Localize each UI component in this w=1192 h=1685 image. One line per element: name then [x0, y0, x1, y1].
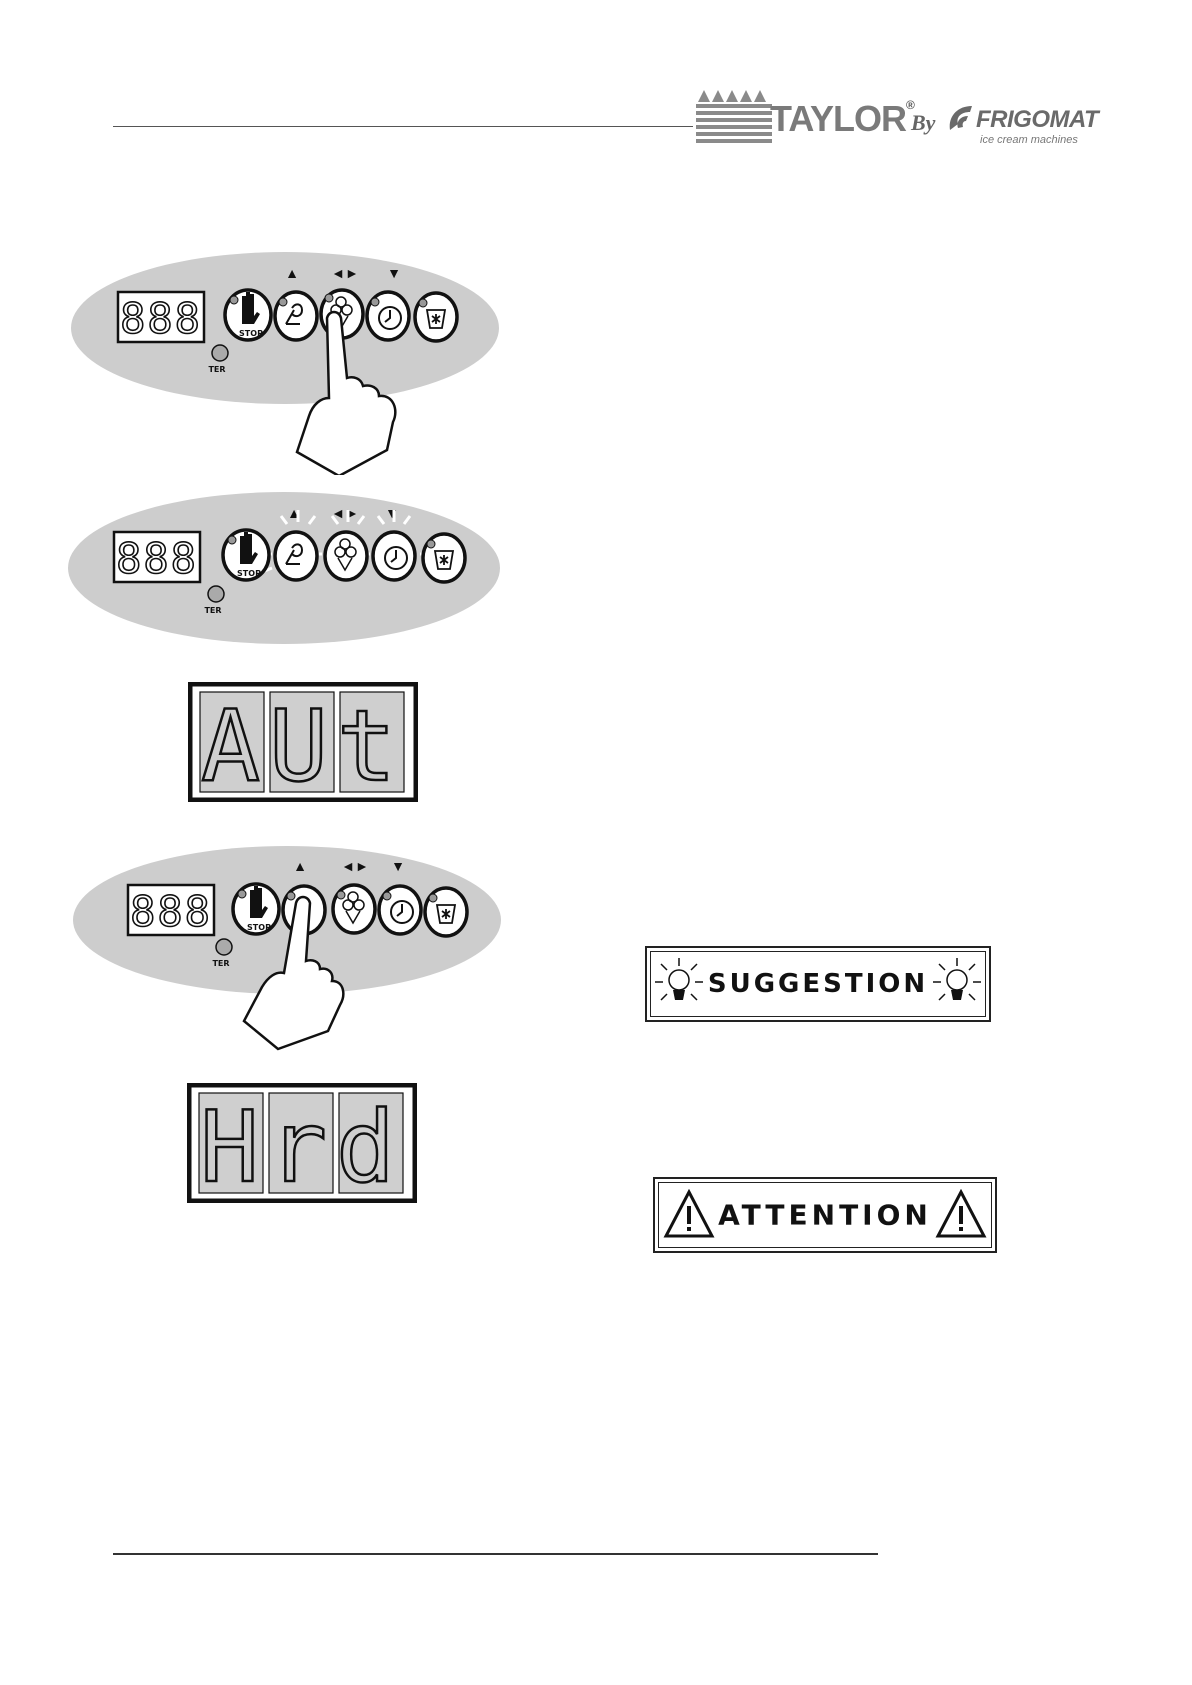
soft-cream-button[interactable] [325, 532, 367, 580]
freeze-button[interactable] [425, 888, 467, 936]
partner-tagline: ice cream machines [980, 134, 1078, 146]
stop-label: STOP [247, 923, 271, 932]
ter-led-icon [208, 586, 224, 602]
display-aut: AUt [188, 682, 418, 807]
display-hrd-text: Hrd [200, 1091, 404, 1203]
mini-display-digits: 888 [120, 294, 202, 343]
stop-button[interactable]: STOP [233, 884, 279, 934]
lightbulb-icon [931, 954, 983, 1012]
left-right-arrows-label: ◄► [331, 265, 359, 281]
hard-cream-button[interactable] [275, 532, 317, 580]
up-arrow-label: ▲ [293, 858, 307, 874]
up-arrow-label: ▲ [285, 265, 299, 281]
freeze-button[interactable] [423, 534, 465, 582]
mini-display: 888 [114, 532, 200, 583]
stop-label: STOP [239, 329, 263, 338]
left-right-arrows-label: ◄► [341, 858, 369, 874]
down-arrow-label: ▼ [391, 858, 405, 874]
brand-logo: TAYLOR® By FRIGOMAT ice cream machines [696, 88, 1091, 152]
brand-name: TAYLOR® [770, 98, 914, 140]
control-panel-1: 888 TER ▲ ◄► ▼ STOP [70, 250, 510, 475]
freeze-button[interactable] [415, 293, 457, 341]
control-panel-3: 888 TER ▲ ◄► ▼ STOP [72, 843, 512, 1068]
footer-rule [113, 1553, 878, 1555]
ter-led-icon [216, 939, 232, 955]
attention-callout: ATTENTION [653, 1177, 997, 1253]
brand-by: By [911, 110, 935, 136]
hard-cream-button[interactable] [275, 292, 317, 340]
warning-triangle-icon [935, 1189, 987, 1239]
down-arrow-label: ▼ [387, 265, 401, 281]
stop-button[interactable]: STOP [225, 290, 271, 340]
mini-display-digits: 888 [130, 887, 212, 936]
stop-label: STOP [237, 569, 261, 578]
soft-cream-button[interactable] [333, 885, 375, 933]
timer-button[interactable] [367, 292, 409, 340]
mini-display: 888 [118, 292, 204, 343]
ter-label: TER [208, 365, 225, 374]
timer-button[interactable] [379, 886, 421, 934]
control-panel-2: 888 TER ▲ ◄► ▼ STOP [66, 488, 506, 648]
display-hrd: Hrd [187, 1083, 417, 1208]
mini-display-digits: 888 [116, 534, 198, 583]
ter-label: TER [204, 606, 221, 615]
mini-display: 888 [128, 885, 214, 936]
ter-led-icon [212, 345, 228, 361]
down-arrow-label: ▼ [385, 505, 399, 521]
crown-logo-icon [696, 88, 772, 144]
suggestion-callout: SUGGESTION [645, 946, 991, 1022]
frigomat-mark-icon [946, 102, 976, 134]
display-aut-text: AUt [201, 690, 405, 802]
timer-button[interactable] [373, 532, 415, 580]
stop-button[interactable]: STOP [223, 530, 269, 580]
partner-name: FRIGOMAT [976, 106, 1098, 134]
ter-label: TER [212, 959, 229, 968]
header-rule [113, 126, 693, 127]
